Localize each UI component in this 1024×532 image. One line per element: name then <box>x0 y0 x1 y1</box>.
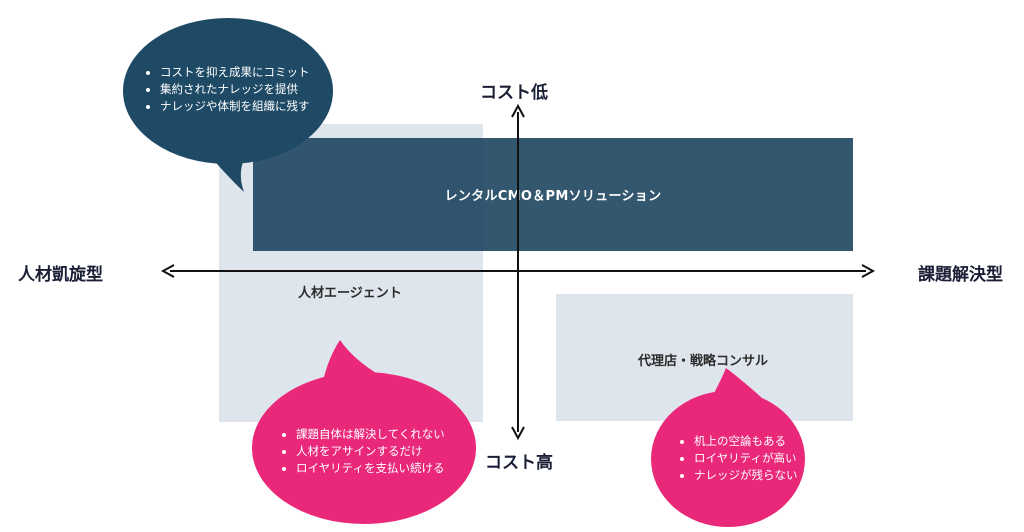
bottom-left-bubble-item: ロイヤリティを支払い続ける <box>296 460 445 477</box>
bottom-right-speech-bubble <box>651 368 805 527</box>
rental-cmo-region: レンタルCMO＆PMソリューション <box>253 138 853 251</box>
bottom-right-bubble-item: 机上の空論もある <box>694 433 798 450</box>
left-arrowhead <box>160 264 175 278</box>
consul-label: 代理店・戦略コンサル <box>638 354 769 369</box>
top-bubble-item: ナレッジや体制を組織に残す <box>160 98 310 115</box>
top-speech-bubble <box>123 18 333 192</box>
bottom-left-bubble-item: 課題自体は解決してくれない <box>296 426 445 443</box>
axis-label-left: 人材凱旋型 <box>18 265 103 285</box>
bottom-left-speech-bubble <box>252 340 476 524</box>
top-arrowhead <box>511 103 525 118</box>
bottom-left-bubble-list: 課題自体は解決してくれない 人材をアサインするだけ ロイヤリティを支払い続ける <box>278 426 445 477</box>
right-arrowhead <box>861 264 876 278</box>
top-bubble-list: コストを抑え成果にコミット 集約されたナレッジを提供 ナレッジや体制を組織に残す <box>142 64 310 115</box>
bottom-arrowhead <box>511 426 525 441</box>
axis-label-bottom: コスト高 <box>485 453 553 473</box>
bottom-right-bubble-item: ロイヤリティが高い <box>694 450 798 467</box>
bottom-left-bubble-item: 人材をアサインするだけ <box>296 443 445 460</box>
rental-cmo-label: レンタルCMO＆PMソリューション <box>444 189 662 204</box>
top-bubble-item: 集約されたナレッジを提供 <box>160 81 310 98</box>
axis-label-right: 課題解決型 <box>918 265 1003 285</box>
bottom-right-bubble-item: ナレッジが残らない <box>694 467 798 484</box>
bottom-right-bubble-list: 机上の空論もある ロイヤリティが高い ナレッジが残らない <box>676 433 798 484</box>
axis-label-top: コスト低 <box>480 83 548 103</box>
agent-label: 人材エージェント <box>298 286 402 301</box>
top-bubble-item: コストを抑え成果にコミット <box>160 64 310 81</box>
